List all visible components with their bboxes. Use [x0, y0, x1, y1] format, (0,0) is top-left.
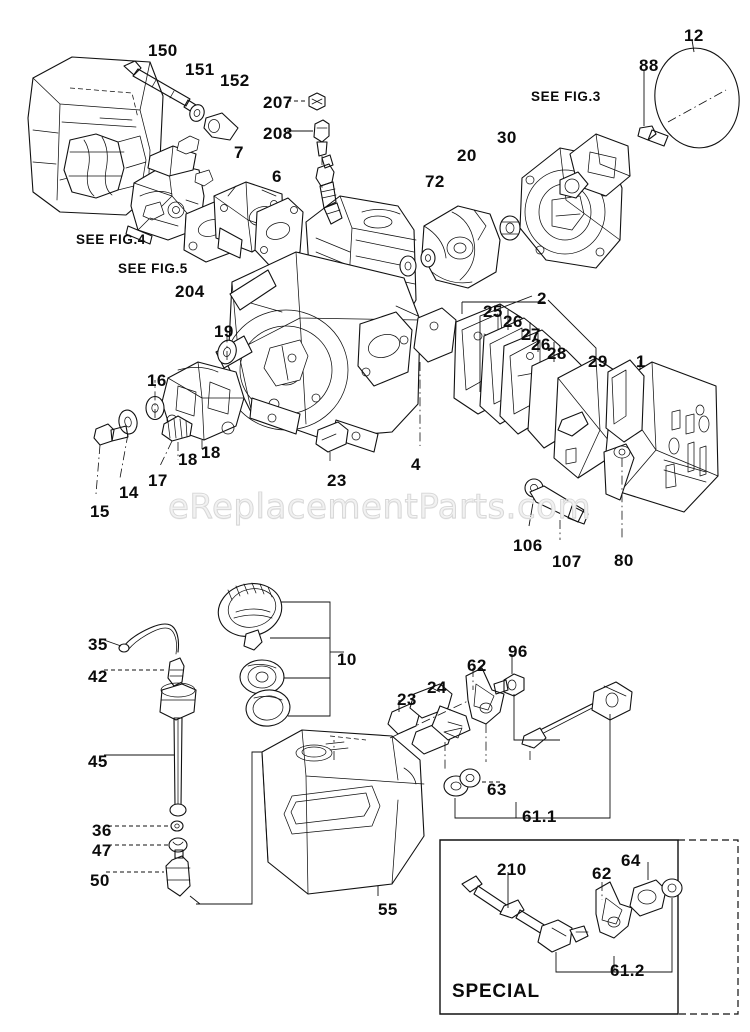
- throttle-switch-group: [387, 654, 633, 819]
- callout-208[interactable]: 208: [263, 124, 293, 143]
- callout-150[interactable]: 150: [148, 41, 178, 60]
- bolt-88: [637, 70, 669, 147]
- callout-15[interactable]: 15: [90, 502, 110, 521]
- special-box-group: [439, 839, 739, 1015]
- callout-4[interactable]: 4: [411, 455, 421, 474]
- callout-10[interactable]: 10: [337, 650, 357, 669]
- callout-45[interactable]: 45: [88, 752, 108, 771]
- see-fig-reference[interactable]: SEE FIG.4: [76, 232, 146, 247]
- intake-gasket-6: [254, 197, 304, 267]
- callout-17[interactable]: 17: [148, 471, 168, 490]
- callout-107[interactable]: 107: [552, 552, 582, 571]
- callout-62[interactable]: 62: [592, 864, 612, 883]
- callout-88[interactable]: 88: [639, 56, 659, 75]
- callout-210[interactable]: 210: [497, 860, 527, 879]
- fuel-tank-group: [261, 729, 425, 896]
- callout-204[interactable]: 204: [175, 282, 205, 301]
- callout-96[interactable]: 96: [508, 642, 528, 661]
- callout-35[interactable]: 35: [88, 635, 108, 654]
- muffler-stack-group: [413, 295, 719, 540]
- callout-1[interactable]: 1: [636, 352, 646, 371]
- starter-cover-12: [654, 39, 740, 149]
- callout-61-2[interactable]: 61.2: [610, 961, 645, 980]
- callout-26[interactable]: 26: [503, 312, 523, 331]
- washer-151: [189, 104, 205, 122]
- recoil-starter-group: [519, 133, 631, 269]
- callout-25[interactable]: 25: [483, 302, 503, 321]
- callout-55[interactable]: 55: [378, 900, 398, 919]
- ignition-coil-group: [93, 332, 245, 495]
- callout-151[interactable]: 151: [185, 60, 215, 79]
- callout-7[interactable]: 7: [234, 143, 244, 162]
- callout-26[interactable]: 26: [531, 335, 551, 354]
- callout-23[interactable]: 23: [397, 690, 417, 709]
- callout-29[interactable]: 29: [588, 352, 608, 371]
- engine-block-group: [215, 154, 421, 453]
- clamp-plate-152: [203, 112, 239, 141]
- callout-16[interactable]: 16: [147, 371, 167, 390]
- see-fig-reference[interactable]: SEE FIG.3: [531, 89, 601, 104]
- callout-23[interactable]: 23: [327, 471, 347, 490]
- special-box-title: SPECIAL: [452, 981, 540, 1002]
- callout-62[interactable]: 62: [467, 656, 487, 675]
- fuel-cap-group: [217, 582, 344, 727]
- callout-207[interactable]: 207: [263, 93, 293, 112]
- callout-50[interactable]: 50: [90, 871, 110, 890]
- nut-207: [287, 92, 326, 111]
- callout-18[interactable]: 18: [201, 443, 221, 462]
- callout-47[interactable]: 47: [92, 841, 112, 860]
- callout-12[interactable]: 12: [684, 26, 704, 45]
- clip-23-upper: [315, 421, 349, 464]
- callout-18[interactable]: 18: [178, 450, 198, 469]
- callout-63[interactable]: 63: [487, 780, 507, 799]
- flywheel-fan-group: [399, 205, 521, 289]
- callout-14[interactable]: 14: [119, 483, 139, 502]
- air-cleaner-cover-group: [27, 56, 164, 216]
- callout-2[interactable]: 2: [537, 289, 547, 308]
- callout-64[interactable]: 64: [621, 851, 641, 870]
- callout-6[interactable]: 6: [272, 167, 282, 186]
- callout-28[interactable]: 28: [547, 344, 567, 363]
- callout-20[interactable]: 20: [457, 146, 477, 165]
- callout-36[interactable]: 36: [92, 821, 112, 840]
- callout-61-1[interactable]: 61.1: [522, 807, 557, 826]
- terminal-208: [287, 119, 330, 190]
- see-fig-reference[interactable]: SEE FIG.5: [118, 261, 188, 276]
- fuel-line-group: [103, 623, 262, 905]
- callout-106[interactable]: 106: [513, 536, 543, 555]
- callout-24[interactable]: 24: [427, 678, 447, 697]
- callout-80[interactable]: 80: [614, 551, 634, 570]
- callout-30[interactable]: 30: [497, 128, 517, 147]
- callout-19[interactable]: 19: [214, 322, 234, 341]
- callout-152[interactable]: 152: [220, 71, 250, 90]
- callout-42[interactable]: 42: [88, 667, 108, 686]
- callout-27[interactable]: 27: [521, 325, 541, 344]
- callout-72[interactable]: 72: [425, 172, 445, 191]
